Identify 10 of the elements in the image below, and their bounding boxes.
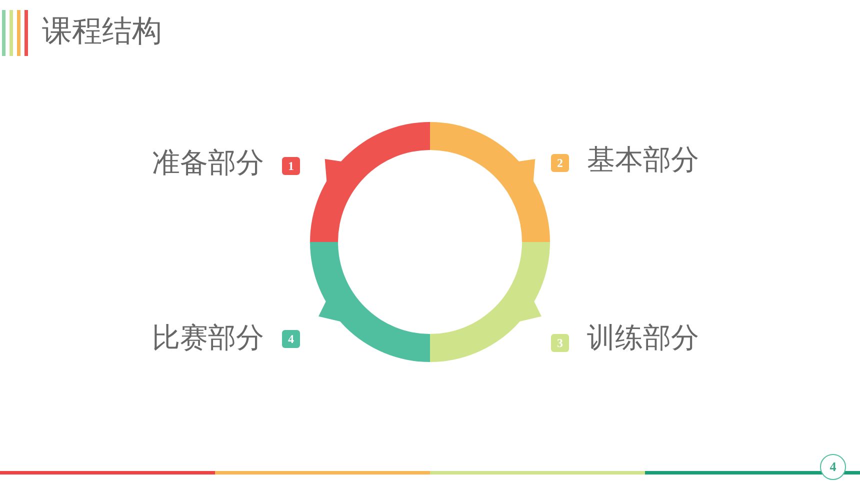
number-badge: 3 <box>551 334 569 352</box>
section-label: 基本部分 <box>587 143 699 177</box>
number-badge: 4 <box>282 330 300 348</box>
page-number: 4 <box>820 454 846 480</box>
section-label: 比赛部分 <box>152 321 264 355</box>
title: 课程结构 <box>42 13 162 51</box>
section-label: 训练部分 <box>587 321 699 355</box>
section-label: 准备部分 <box>152 146 264 180</box>
number-badge: 1 <box>282 157 300 175</box>
number-badge: 2 <box>551 154 569 172</box>
